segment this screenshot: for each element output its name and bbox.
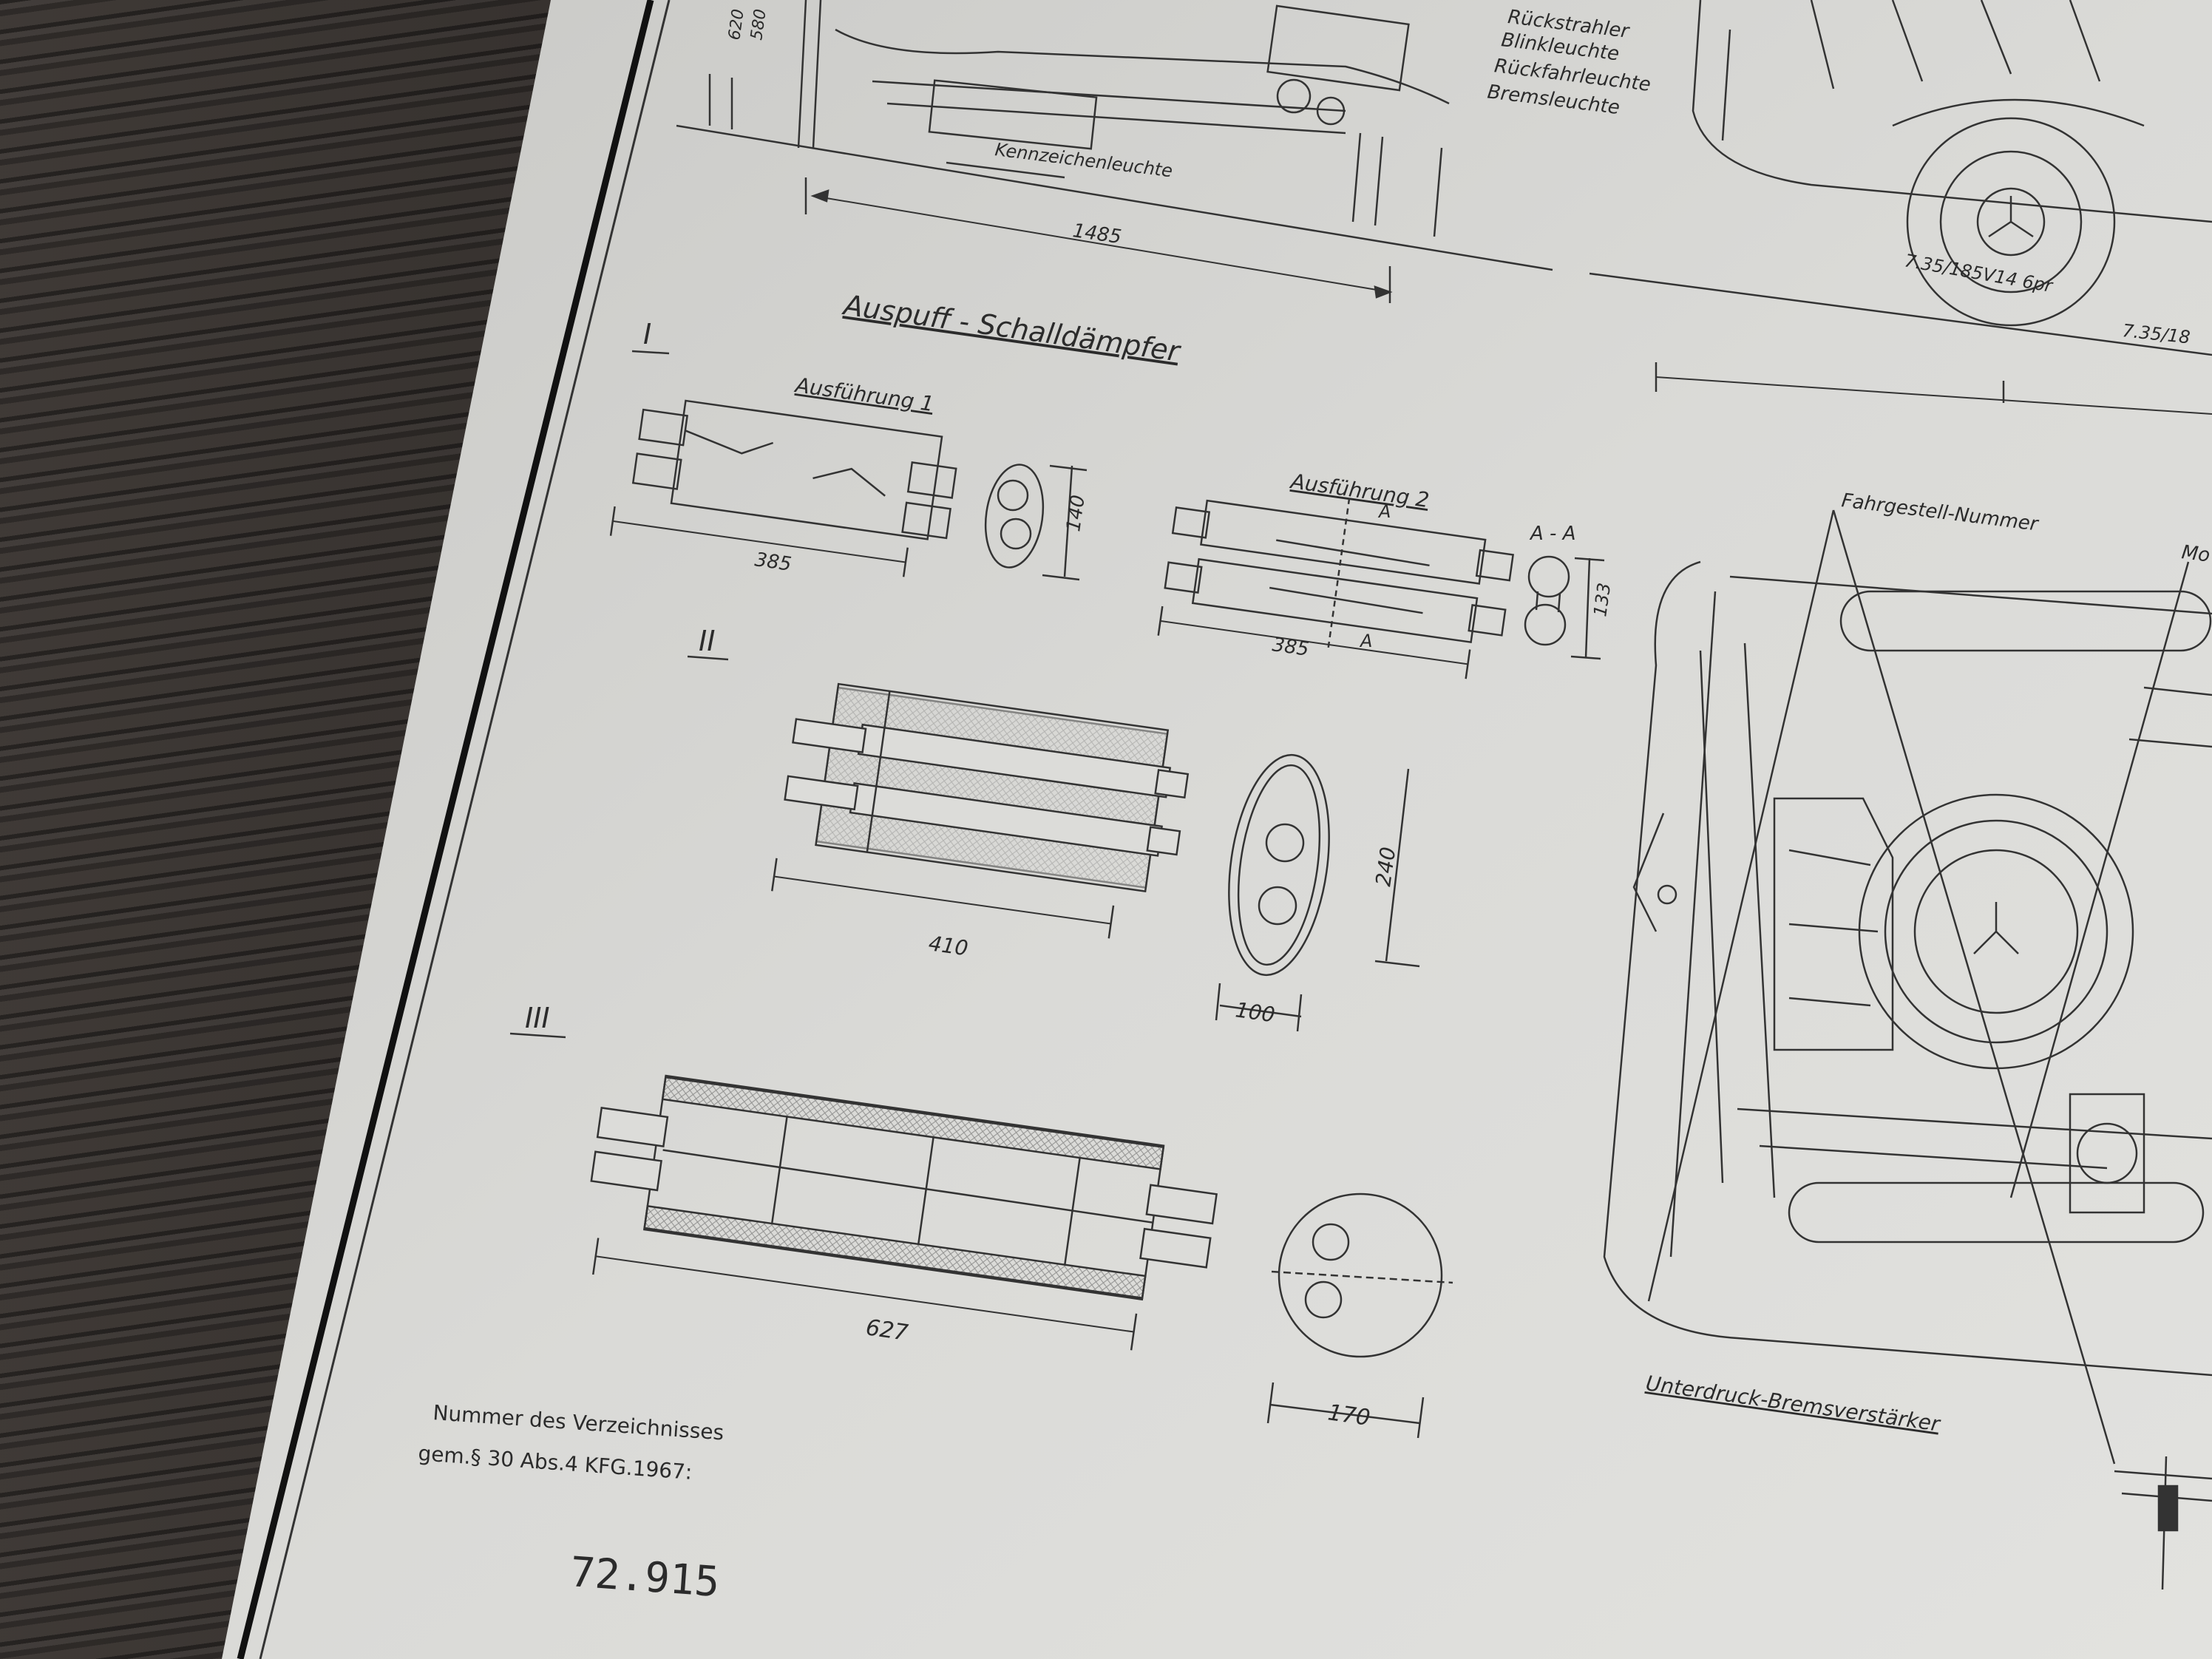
dim-240: 240	[1371, 845, 1400, 888]
muffler-1-section	[984, 464, 1088, 581]
footer-number: 72.915	[569, 1548, 721, 1607]
rear-view-drawing	[676, 0, 2212, 356]
paper-border-thick	[237, 0, 654, 1659]
paper-sheet	[222, 0, 2212, 1659]
side-car-drawing	[1655, 0, 2212, 415]
muffler-3-section	[1266, 1192, 1453, 1439]
muffler-2-section	[1215, 753, 1420, 1032]
muffler-3-drawing	[590, 1074, 1218, 1351]
dim-100: 100	[1234, 997, 1277, 1027]
dim-410: 410	[927, 931, 970, 960]
dim-580: 580	[747, 8, 770, 41]
label-mo: Mo	[2180, 541, 2211, 566]
roman-numeral-3: III	[525, 1002, 550, 1034]
dim-140: 140	[1062, 494, 1090, 533]
muffler-2-drawing	[1157, 498, 1515, 679]
section-aa-drawing	[1524, 555, 1605, 660]
roman-numeral-2: II	[699, 625, 715, 657]
section-marker-a-bottom: A	[1359, 631, 1372, 651]
muffler-1-drawing	[609, 399, 957, 577]
paper-border-thin	[259, 0, 671, 1659]
roman-numeral-1: I	[643, 318, 651, 350]
dim-620: 620	[725, 8, 748, 41]
dim-170: 170	[1326, 1400, 1372, 1431]
dim-133: 133	[1590, 582, 1615, 618]
dim-385-a: 385	[753, 549, 793, 576]
section-marker-a-top: A	[1377, 501, 1391, 522]
dim-385-b: 385	[1271, 634, 1310, 661]
dim-627: 627	[864, 1314, 910, 1346]
muffler-2-large-drawing	[771, 682, 1190, 939]
label-section-aa: A - A	[1529, 523, 1575, 545]
engine-bay-drawing	[1603, 509, 2212, 1590]
